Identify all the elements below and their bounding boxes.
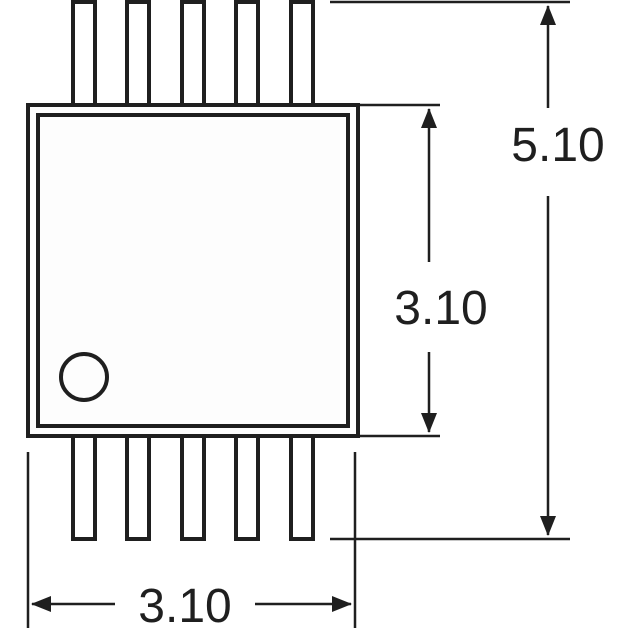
top-pin-4 bbox=[234, 0, 260, 107]
bottom-pin-4 bbox=[234, 434, 260, 541]
pin-one-marker-icon bbox=[59, 352, 109, 402]
bottom-pin-3 bbox=[180, 434, 206, 541]
bottom-pin-2 bbox=[125, 434, 151, 541]
bottom-pin-1 bbox=[71, 434, 97, 541]
package-body-inner bbox=[36, 113, 350, 428]
package-body-outer bbox=[26, 103, 360, 438]
extension-lines bbox=[26, 0, 570, 628]
bottom-pins bbox=[71, 434, 315, 541]
bottom-pin-5 bbox=[289, 434, 315, 541]
top-pin-1 bbox=[71, 0, 97, 107]
top-pin-5 bbox=[289, 0, 315, 107]
top-pins bbox=[71, 0, 315, 107]
overall-height-label: 5.10 bbox=[511, 119, 604, 172]
body-width-label: 3.10 bbox=[138, 580, 231, 633]
top-pin-2 bbox=[125, 0, 151, 107]
body-height-label: 3.10 bbox=[394, 282, 487, 335]
top-pin-3 bbox=[180, 0, 206, 107]
